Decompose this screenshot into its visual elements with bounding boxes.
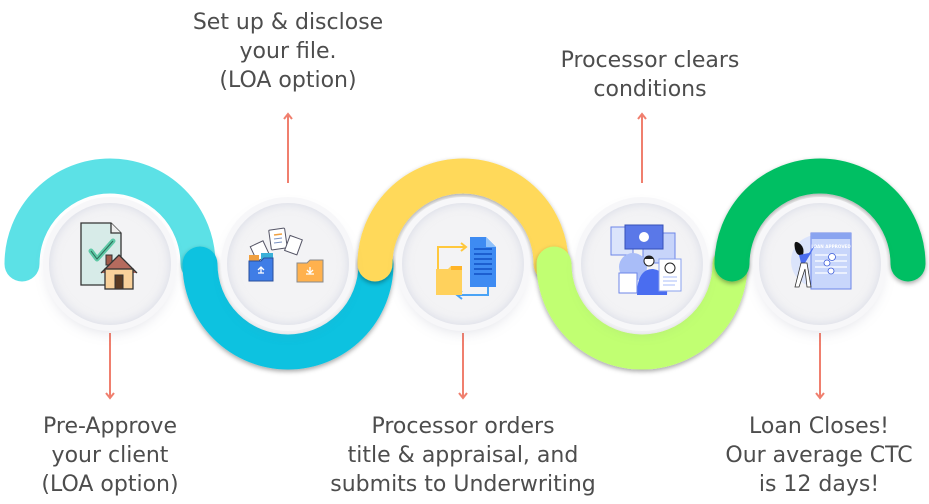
step-5-label-line-3: is 12 days!: [758, 472, 880, 497]
step-4-label-line-2: conditions: [593, 77, 707, 102]
step-1-label-line-3: (LOA option): [41, 472, 179, 497]
step-3-label-line-2: title & appraisal, and: [347, 443, 579, 468]
step-3-label: Processor orders title & appraisal, and …: [318, 412, 608, 499]
step-4-icon-circle: [581, 203, 703, 325]
step-2-label: Set up & disclose your file. (LOA option…: [168, 8, 408, 95]
wave-segment-4: [536, 246, 748, 370]
step-3-icon-circle: [402, 203, 524, 325]
wave-segment-5: [714, 158, 926, 282]
step-3-label-line-3: submits to Underwriting: [330, 472, 596, 497]
wave-segment-3: [357, 158, 569, 282]
folder-document-exchange-icon: [436, 237, 496, 300]
step-5-label: Loan Closes! Our average CTC is 12 days!: [709, 412, 929, 499]
step-1-icon-circle: [49, 203, 171, 325]
step-4-label-line-1: Processor clears: [560, 48, 740, 73]
file-transfer-folders-icon: [248, 227, 324, 283]
step-5-label-line-2: Our average CTC: [725, 443, 913, 468]
document-check-house-icon: [80, 222, 138, 290]
step-5-label-line-1: Loan Closes!: [749, 414, 889, 439]
step-1-label: Pre-Approve your client (LOA option): [10, 412, 210, 499]
step-3-label-line-1: Processor orders: [371, 414, 555, 439]
step-2-icon-circle: [227, 203, 349, 325]
step-2-label-line-3: (LOA option): [219, 68, 357, 93]
step-2-label-line-1: Set up & disclose: [192, 10, 384, 35]
step-2-arrowhead-icon: [283, 112, 293, 120]
wave-segment-1: [4, 158, 216, 282]
loan-approved-person-icon: LOAN APPROVED: [791, 232, 852, 290]
step-3-arrowhead-icon: [458, 392, 468, 400]
loan-approved-text: LOAN APPROVED: [811, 244, 851, 249]
support-agent-screen-icon: [610, 224, 682, 295]
step-4-label: Processor clears conditions: [530, 46, 770, 104]
step-1-label-line-1: Pre-Approve: [43, 414, 177, 439]
wave-segment-2: [182, 246, 394, 370]
step-2-label-line-2: your file.: [239, 39, 337, 64]
step-1-arrowhead-icon: [105, 392, 115, 400]
step-1-label-line-2: your client: [51, 443, 169, 468]
step-5-arrowhead-icon: [815, 392, 825, 400]
step-4-arrowhead-icon: [637, 112, 647, 120]
step-5-icon-circle: LOAN APPROVED: [759, 203, 881, 325]
